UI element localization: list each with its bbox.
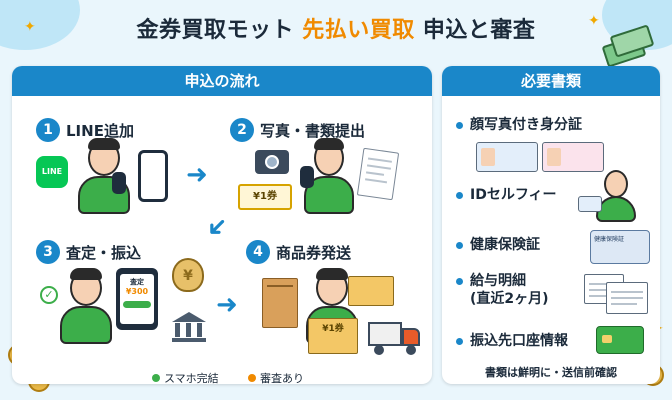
phone-icon bbox=[300, 166, 314, 188]
docs-panel-header: 必要書類 bbox=[442, 66, 660, 96]
legend-dot bbox=[248, 374, 256, 382]
phone-icon bbox=[138, 150, 168, 202]
bullet-icon bbox=[456, 242, 463, 249]
legend-dot bbox=[152, 374, 160, 382]
person-illustration bbox=[60, 306, 112, 344]
appraisal-amount: ¥300 bbox=[125, 287, 149, 296]
step-4-title: 4 商品券発送 bbox=[246, 240, 351, 264]
sparkle-icon: ✦ bbox=[24, 19, 36, 35]
appraisal-title: 査定 bbox=[130, 278, 144, 286]
step-label: 商品券発送 bbox=[276, 243, 352, 262]
step-3-title: 3 査定・振込 bbox=[36, 240, 141, 264]
person-hair bbox=[70, 268, 102, 280]
docs-note: 書類は鮮明に・送信前確認 bbox=[485, 366, 617, 379]
title-prefix: 金券買取モット bbox=[136, 18, 295, 43]
doc-item-label: 振込先口座情報 bbox=[470, 333, 568, 349]
step-label: 査定・振込 bbox=[66, 243, 142, 262]
flow-panel: 申込の流れ bbox=[12, 66, 432, 384]
legend-label: スマホ完結 bbox=[164, 372, 219, 385]
bullet-icon bbox=[456, 192, 463, 199]
step-number-badge: 3 bbox=[36, 240, 60, 264]
doc-item-bank-account: 振込先口座情報 bbox=[456, 332, 568, 350]
flow-panel-header: 申込の流れ bbox=[12, 66, 432, 96]
arrow-right-icon: ➜ bbox=[186, 160, 208, 190]
step-number-badge: 1 bbox=[36, 118, 60, 142]
appraisal-screen: 査定 ¥300 bbox=[120, 274, 154, 324]
title-suffix: 申込と審査 bbox=[422, 18, 536, 43]
line-app-icon: LINE bbox=[36, 156, 68, 188]
bullet-icon bbox=[456, 338, 463, 345]
legend-label: 審査あり bbox=[260, 372, 304, 385]
id-card-icon bbox=[578, 196, 602, 212]
checkmark-icon: ✓ bbox=[40, 286, 58, 304]
bullet-icon bbox=[456, 278, 463, 285]
step-label: LINE追加 bbox=[66, 121, 134, 140]
id-card-icon bbox=[476, 142, 538, 172]
envelope-with-ticket: ¥1券 bbox=[308, 318, 358, 354]
step-1-title: 1 LINE追加 bbox=[36, 118, 134, 142]
bank-card-icon bbox=[596, 326, 644, 354]
bank-icon bbox=[172, 312, 206, 342]
gift-ticket: ¥1券 bbox=[238, 184, 292, 210]
step-label: 写真・書類提出 bbox=[260, 121, 366, 140]
phone-icon bbox=[112, 172, 126, 194]
step-number-badge: 2 bbox=[230, 118, 254, 142]
camera-icon bbox=[255, 150, 289, 174]
moneybag-icon: ¥ bbox=[172, 258, 204, 292]
legend-item: スマホ完結 bbox=[152, 370, 219, 386]
person-hair bbox=[314, 138, 344, 150]
person-head bbox=[604, 170, 628, 198]
doc-item-label: 給与明細 bbox=[470, 273, 526, 289]
id-card-icon bbox=[542, 142, 604, 172]
title-highlight: 先払い買取 bbox=[302, 18, 415, 43]
step-2-title: 2 写真・書類提出 bbox=[230, 118, 365, 142]
step-number-badge: 4 bbox=[246, 240, 270, 264]
doc-item-label: 健康保険証 bbox=[470, 237, 540, 253]
arrow-right-icon: ➜ bbox=[216, 290, 238, 320]
document-icon bbox=[356, 147, 400, 201]
envelope-icon bbox=[348, 276, 394, 306]
delivery-truck-icon bbox=[368, 322, 422, 356]
sparkle-icon: ✦ bbox=[588, 13, 600, 29]
doc-item-label: 顔写真付き身分証 bbox=[470, 117, 582, 133]
person-hair bbox=[88, 138, 120, 150]
insurance-card-icon: 健康保険証 bbox=[590, 230, 650, 264]
doc-item-sublabel: (直近2ヶ月) bbox=[470, 291, 549, 307]
person-hair bbox=[316, 268, 348, 280]
doc-item-id: 顔写真付き身分証 bbox=[456, 116, 582, 134]
doc-item-payslip: 給与明細 (直近2ヶ月) bbox=[456, 272, 549, 308]
bullet-icon bbox=[456, 122, 463, 129]
doc-item-label: IDセルフィー bbox=[470, 187, 557, 203]
payslip-icon bbox=[606, 282, 648, 314]
doc-item-selfie: IDセルフィー bbox=[456, 186, 557, 204]
doc-item-insurance: 健康保険証 bbox=[456, 236, 540, 254]
envelope-icon bbox=[262, 278, 298, 328]
legend-item: 審査あり bbox=[248, 370, 304, 386]
page-title: 金券買取モット 先払い買取 申込と審査 bbox=[0, 12, 672, 44]
